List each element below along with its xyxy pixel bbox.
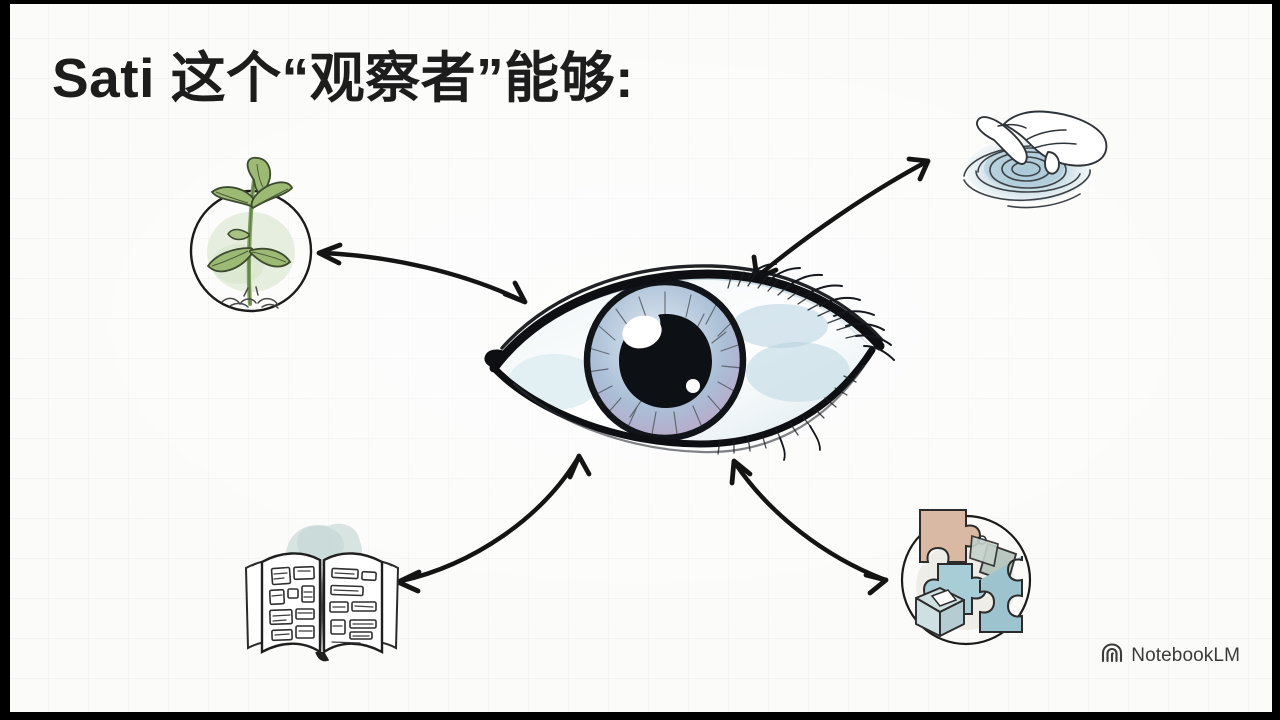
arrow-book-eye	[395, 453, 592, 594]
letterbox-top	[0, 0, 1280, 4]
icon-water-ripple	[938, 90, 1118, 226]
eye-illustration	[480, 262, 900, 462]
page-title: Sati 这个“观察者”能够:	[52, 47, 634, 109]
notebooklm-label: NotebookLM	[1131, 644, 1240, 666]
notebooklm-watermark: NotebookLM	[1101, 643, 1240, 668]
arrow-eye-puzzle	[729, 458, 889, 596]
pillarbox-left	[0, 0, 10, 720]
icon-open-book	[232, 510, 412, 666]
icon-plant-sprout	[178, 156, 324, 316]
arrow-eye-water	[751, 156, 931, 281]
slide-canvas: Sati 这个“观察者”能够: .ar { fill:none; stroke:…	[10, 4, 1272, 712]
icon-puzzle-pieces	[876, 496, 1052, 652]
pillarbox-right	[1272, 0, 1280, 720]
letterbox-bottom	[0, 712, 1280, 720]
notebooklm-spiral-icon	[1101, 643, 1123, 668]
